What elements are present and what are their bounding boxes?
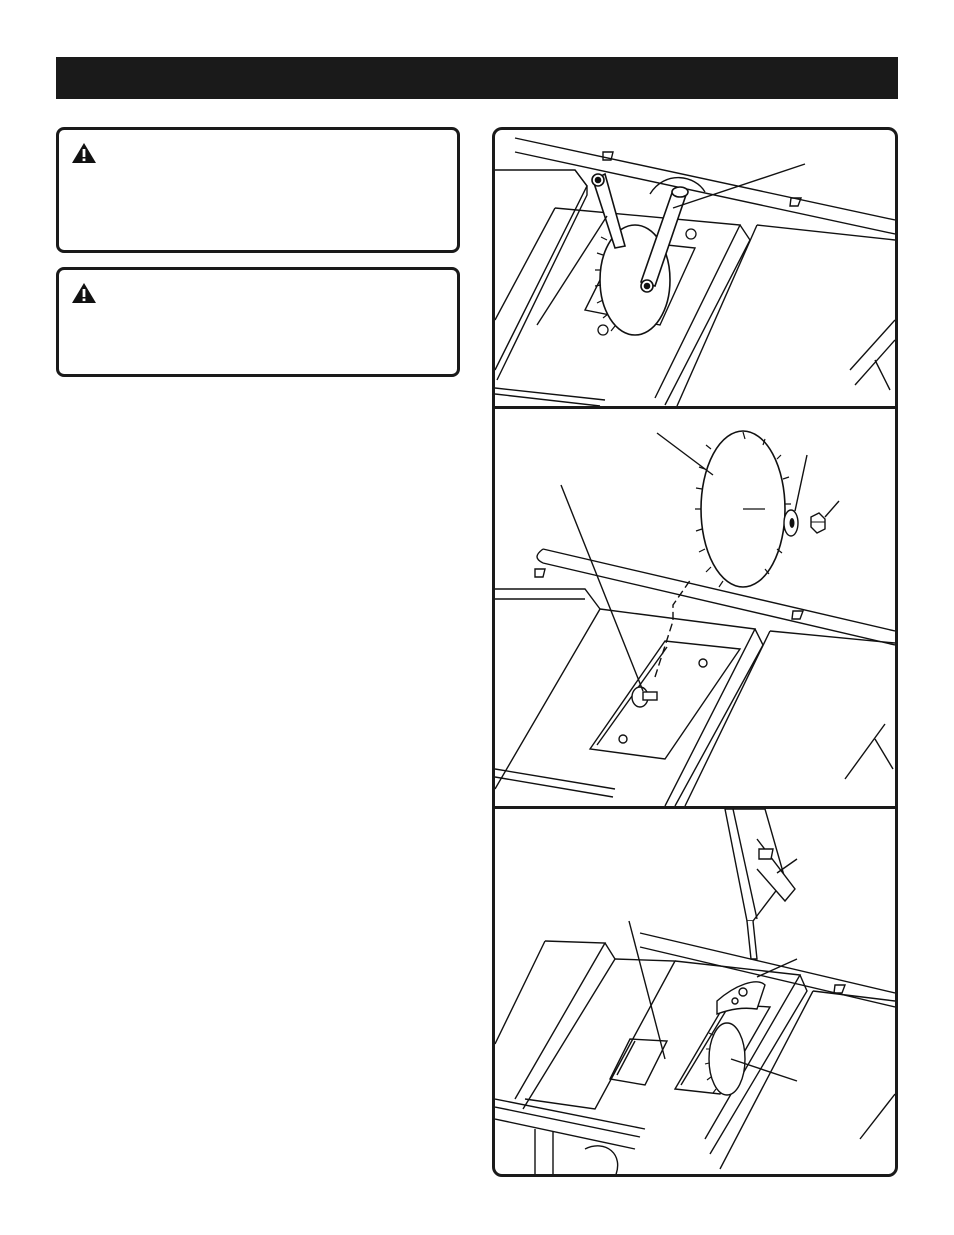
figure-frame — [492, 127, 898, 1177]
callout-leader-arbor — [560, 484, 644, 692]
blade-guard — [724, 809, 796, 960]
arbor-wrench-left — [591, 172, 627, 249]
guard-assembly-illustration — [495, 809, 895, 1174]
callout-leader-blade — [730, 1058, 798, 1082]
callout-leader-blade — [656, 432, 714, 476]
warning-triangle-icon — [72, 283, 96, 303]
callout-leader-insert — [628, 920, 666, 1060]
table-saw-wrench-illustration — [495, 137, 895, 406]
figure-panel-guard-assembly — [495, 809, 895, 1174]
callout-leader-nut — [824, 500, 840, 518]
saw-blade — [704, 1022, 746, 1096]
riving-knife — [716, 981, 766, 1015]
arbor-nut — [810, 512, 826, 534]
callout-leader-1 — [536, 215, 608, 326]
figure-panel-blade-install — [495, 409, 895, 806]
arbor-wrench-right — [639, 186, 689, 293]
blade-washer — [783, 509, 799, 537]
panel-divider — [495, 806, 895, 809]
callout-leader-2 — [672, 163, 806, 209]
callout-leader-washer — [794, 454, 808, 512]
callout-leader-spreader — [756, 958, 798, 978]
figure-panel-wrenches — [495, 130, 895, 406]
panel-divider — [495, 406, 895, 409]
warning-triangle-icon — [72, 143, 96, 163]
warning-box-2 — [56, 267, 460, 377]
arbor-shaft — [618, 658, 708, 744]
callout-leader-guard — [776, 858, 798, 874]
warning-box-1 — [56, 127, 460, 253]
saw-blade — [695, 430, 791, 588]
section-header-bar — [56, 57, 898, 99]
blade-install-illustration — [495, 430, 895, 806]
